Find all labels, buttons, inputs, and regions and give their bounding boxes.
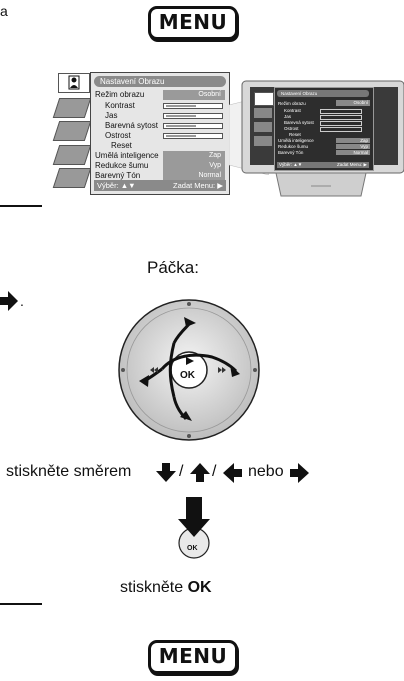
ok-button-label: OK [187, 545, 198, 552]
menu-key-label: MENU [158, 10, 228, 34]
osd-reset[interactable]: Reset [111, 141, 132, 150]
osd-ai-value[interactable]: Zap [163, 151, 225, 161]
menu-key-bottom: MENU [148, 640, 238, 674]
pc-tab-icon [52, 168, 92, 188]
left-arrow-icon [223, 463, 242, 483]
right-arrow-icon [290, 463, 309, 483]
setup-tab-icon [52, 145, 92, 165]
tv-osd-slider [320, 121, 362, 126]
tv-osd-item-kontrast: Kontrast [284, 108, 301, 113]
osd-footer-left: Výběr: ▲▼ [97, 181, 136, 190]
section-divider [0, 205, 42, 207]
tv-osd-footer-right: Zadat Menu: ▶ [337, 162, 367, 167]
tv-osd-slider [320, 115, 362, 120]
osd-tone-value[interactable]: Normal [163, 171, 225, 181]
tv-tab-icon-3 [254, 122, 272, 132]
section-divider [0, 603, 42, 605]
text-fragment-dot: . [20, 293, 24, 309]
tv-osd-slider [320, 109, 362, 114]
joystick-ok-label: OK [180, 370, 195, 381]
tv-tab-icon-2 [254, 108, 272, 118]
instruction-or: nebo [248, 463, 284, 480]
menu-key-top: MENU [148, 6, 238, 40]
osd-tone-label[interactable]: Barevný Tón [95, 171, 141, 180]
instruction-press-ok-key: OK [187, 579, 212, 596]
tv-osd-noise-label: Redukce šumu [278, 144, 309, 149]
tv-osd-footer-left: Výběr: ▲▼ [279, 162, 303, 167]
sytost-slider[interactable] [163, 123, 223, 129]
up-arrow-icon [190, 463, 210, 482]
tv-osd-item-jas: Jas [284, 114, 292, 119]
osd-noise-label[interactable]: Redukce šumu [95, 161, 149, 170]
osd-ai-label[interactable]: Umělá inteligence [95, 151, 159, 160]
tv-tab-icon-4 [254, 136, 272, 146]
tv-osd-reset: Reset [289, 132, 301, 137]
osd-item-jas[interactable]: Jas [105, 111, 118, 120]
slash-separator: / [212, 463, 217, 480]
osd-noise-value[interactable]: Vyp [163, 161, 225, 171]
tv-tab-active-icon [254, 92, 274, 106]
sound-tab-icon [52, 98, 92, 118]
tv-osd-mode-label: Režim obrazu [278, 101, 306, 106]
jas-slider[interactable] [163, 113, 223, 119]
tv-osd-tone-value: Normal [336, 150, 370, 155]
text-fragment-a: a [0, 3, 8, 19]
person-icon [68, 75, 80, 90]
feature-tab-icon [52, 121, 92, 141]
osd-item-ostrost[interactable]: Ostrost [105, 131, 131, 140]
tv-osd-footer: Výběr: ▲▼ Zadat Menu: ▶ [277, 162, 369, 168]
tv-osd-slider [320, 127, 362, 132]
kontrast-slider[interactable] [163, 103, 223, 109]
picture-settings-osd: Nastavení Obrazu Režim obrazu Osobní Kon… [90, 72, 230, 195]
tv-osd-item-sytost: Barevná sytost [284, 120, 314, 125]
tv-osd: Nastavení Obrazu Režim obrazu Osobní Kon… [274, 87, 374, 171]
instruction-direction: stiskněte směrem [6, 463, 131, 481]
tv-osd-tone-label: Barevný Tón [278, 150, 304, 155]
menu-key-label: MENU [158, 644, 228, 668]
right-arrow-icon [0, 291, 18, 311]
tv-osd-ai-value: Zap [336, 138, 370, 143]
osd-footer-right: Zadat Menu: ▶ [173, 181, 223, 190]
instruction-press-ok: stiskněte OK [120, 579, 212, 597]
tv-osd-noise-value: Vyp [336, 144, 370, 149]
osd-footer: Výběr: ▲▼ Zadat Menu: ▶ [94, 180, 226, 191]
joystick-diagram [118, 299, 260, 441]
joystick-label: Páčka: [147, 258, 199, 277]
picture-tab-icon [58, 73, 90, 93]
ostrost-slider[interactable] [163, 133, 223, 139]
instruction-direction-prefix: stiskněte směrem [6, 463, 132, 480]
osd-mode-label[interactable]: Režim obrazu [95, 90, 145, 99]
tv-osd-mode-value: Osobní [336, 100, 370, 106]
tv-osd-item-ostrost: Ostrost [284, 126, 299, 131]
osd-title: Nastavení Obrazu [94, 76, 226, 87]
down-arrow-icon [156, 463, 176, 482]
slash-separator: / [179, 463, 184, 480]
instruction-press-ok-prefix: stiskněte [120, 579, 184, 596]
osd-item-kontrast[interactable]: Kontrast [105, 101, 135, 110]
tv-osd-title: Nastavení Obrazu [277, 90, 369, 97]
press-ok-illustration [178, 497, 210, 559]
osd-item-sytost[interactable]: Barevná sytost [105, 121, 158, 130]
tv-osd-ai-label: Umělá inteligence [278, 138, 314, 143]
osd-mode-value[interactable]: Osobní [163, 90, 225, 100]
